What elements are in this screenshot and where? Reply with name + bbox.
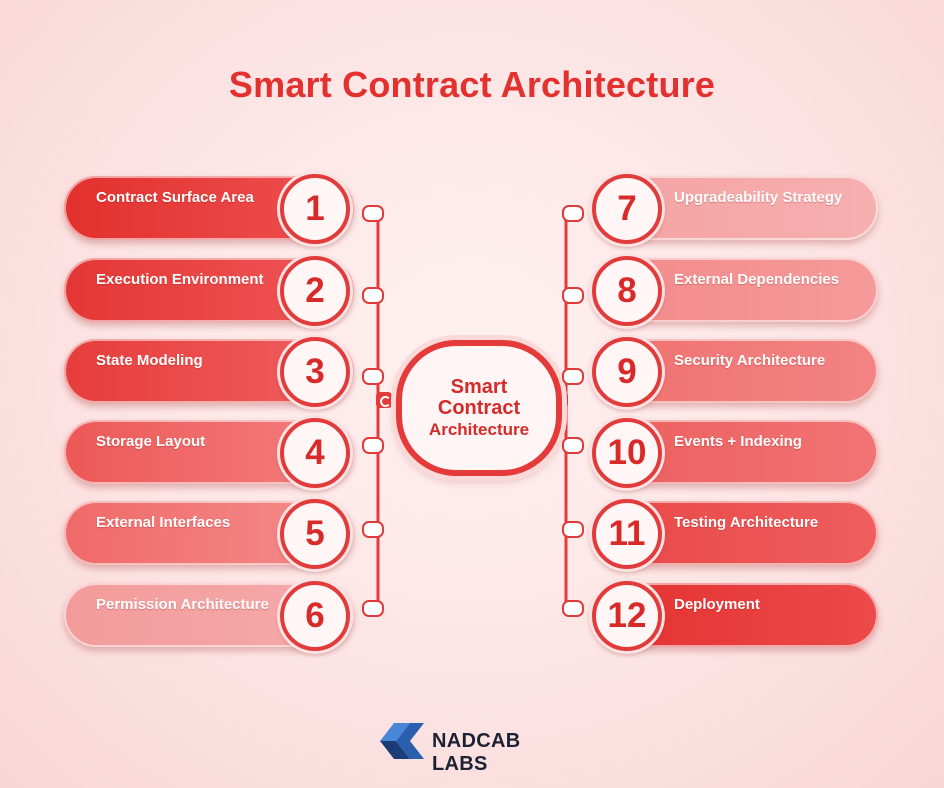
item-7-label: Upgradeability Strategy (674, 189, 843, 206)
number-badge-4: 4 (280, 418, 350, 488)
item-11-label: Testing Architecture (674, 514, 819, 531)
number-badge-10: 10 (592, 418, 662, 488)
connector-knob-5 (362, 521, 384, 538)
hub-line-2: Contract (437, 396, 521, 419)
item-6-label: Permission Architecture (96, 596, 269, 613)
connector-knob-10 (562, 437, 584, 454)
number-badge-8: 8 (592, 256, 662, 326)
left-connector-spine (372, 210, 380, 614)
item-8-label: External Dependencies (674, 271, 840, 288)
item-12-label: Deployment (674, 596, 760, 613)
item-5-label: External Interfaces (96, 514, 231, 531)
connector-knob-6 (362, 600, 384, 617)
number-badge-3: 3 (280, 337, 350, 407)
nadcab-logo: NADCAB LABS (380, 719, 580, 775)
connector-knob-4 (362, 437, 384, 454)
center-hub: Smart Contract Architecture (396, 340, 562, 476)
number-badge-6: 6 (280, 581, 350, 651)
number-badge-5: 5 (280, 499, 350, 569)
connector-knob-2 (362, 287, 384, 304)
item-10-label: Events + Indexing (674, 433, 802, 450)
hub-line-1: Smart (450, 375, 508, 398)
right-connector-spine (564, 210, 572, 614)
nadcab-logo-icon (380, 723, 424, 759)
hub-line-3: Architecture (428, 419, 530, 439)
connector-knob-7 (562, 205, 584, 222)
left-hub-clip (376, 392, 392, 408)
connector-knob-3 (362, 368, 384, 385)
number-badge-1: 1 (280, 174, 350, 244)
item-1-label: Contract Surface Area (96, 189, 254, 206)
number-badge-7: 7 (592, 174, 662, 244)
item-2-label: Execution Environment (96, 271, 264, 288)
number-badge-2: 2 (280, 256, 350, 326)
connector-knob-9 (562, 368, 584, 385)
number-badge-11: 11 (592, 499, 662, 569)
item-9-label: Security Architecture (674, 352, 826, 369)
number-badge-12: 12 (592, 581, 662, 651)
number-badge-9: 9 (592, 337, 662, 407)
item-4-label: Storage Layout (96, 433, 206, 450)
connector-knob-1 (362, 205, 384, 222)
connector-knob-11 (562, 521, 584, 538)
page-title: Smart Contract Architecture (228, 64, 716, 105)
logo-text: NADCAB LABS (432, 730, 521, 775)
item-3-label: State Modeling (96, 352, 203, 369)
connector-knob-12 (562, 600, 584, 617)
connector-knob-8 (562, 287, 584, 304)
